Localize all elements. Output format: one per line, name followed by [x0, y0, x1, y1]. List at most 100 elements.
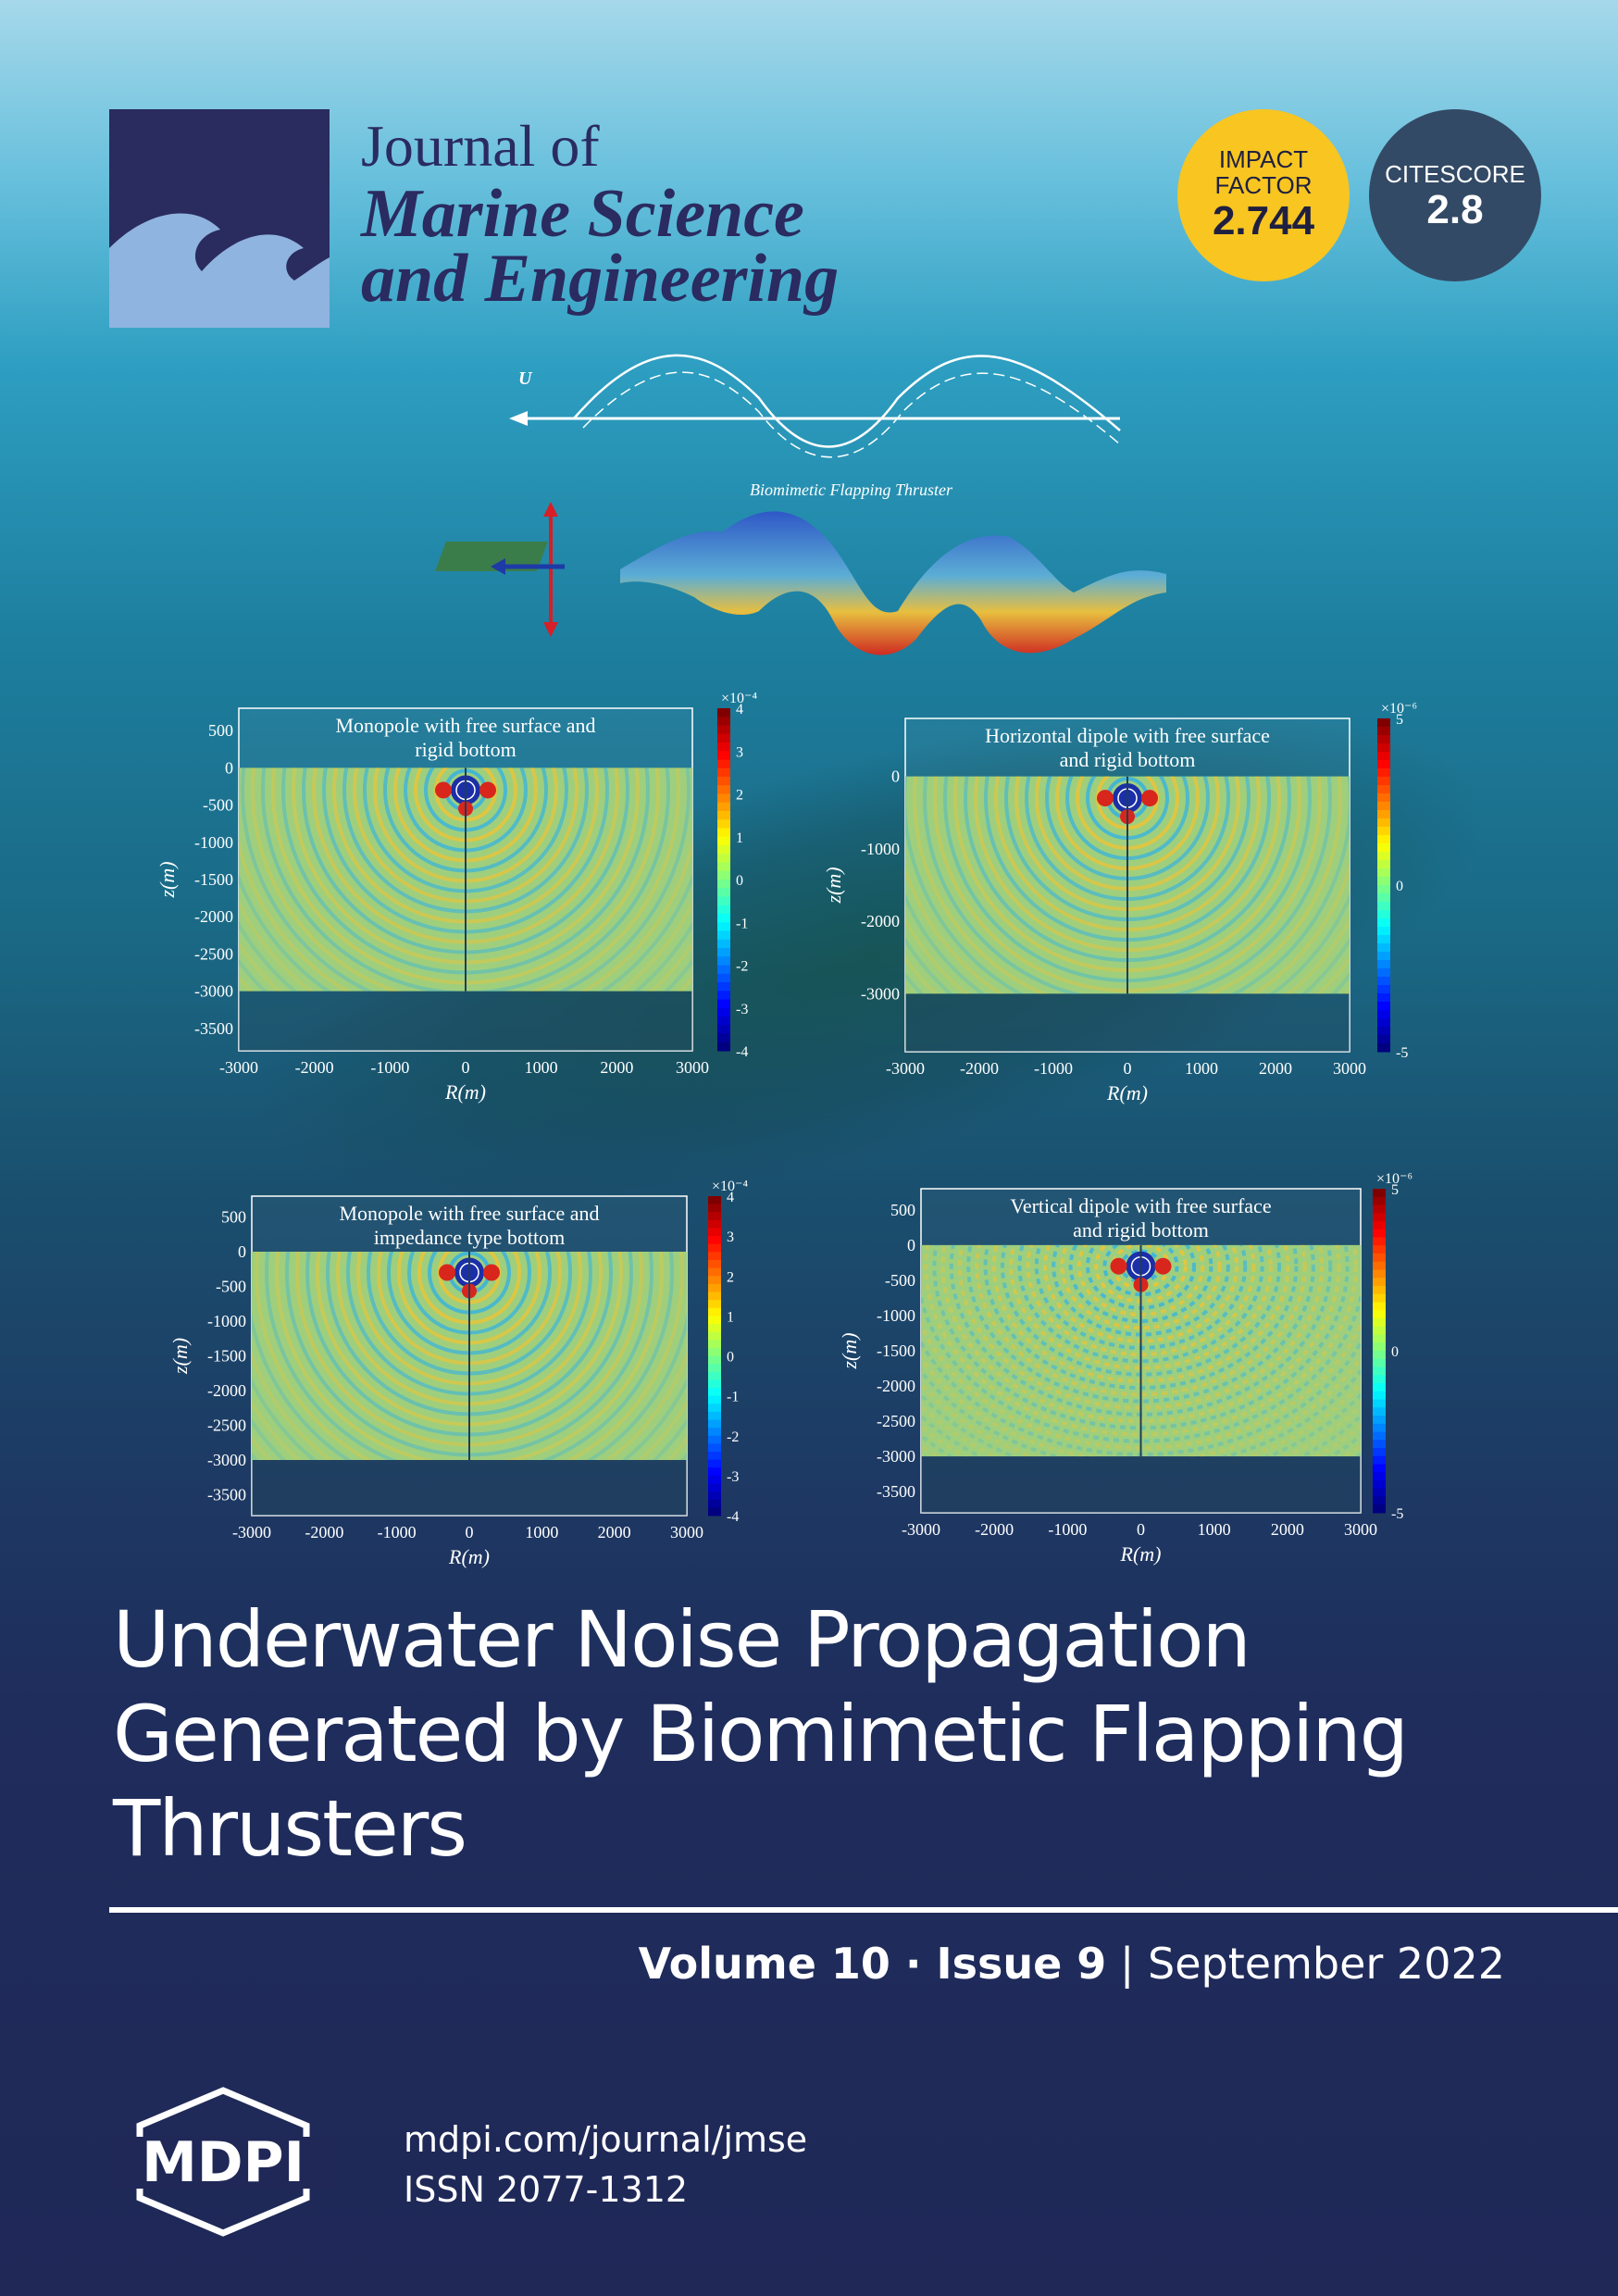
colorbar-segment — [717, 854, 730, 863]
x-tick-label: -1000 — [370, 1058, 409, 1077]
colorbar-segment — [1377, 902, 1390, 911]
colorbar-segment — [1373, 1375, 1386, 1384]
article-title-line1: Underwater Noise Propagation — [113, 1594, 1251, 1685]
colorbar-segment — [708, 1428, 721, 1437]
colorbar-segment — [1373, 1399, 1386, 1408]
x-axis-label: R(m) — [1106, 1081, 1148, 1104]
colorbar-segment — [1373, 1213, 1386, 1222]
y-tick-label: -1500 — [194, 870, 233, 889]
source-lobe-left — [439, 1264, 455, 1281]
colorbar-tick-label: 1 — [727, 1309, 734, 1325]
colorbar-segment — [1373, 1448, 1386, 1457]
colorbar-segment — [708, 1483, 721, 1492]
colorbar-scale: ×10⁻⁶ — [1381, 701, 1417, 717]
colorbar-segment — [708, 1435, 721, 1444]
x-tick-label: -3000 — [886, 1059, 925, 1078]
y-tick-label: -500 — [203, 796, 233, 815]
y-tick-label: -3000 — [207, 1451, 246, 1469]
colorbar-segment — [708, 1283, 721, 1292]
colorbar-segment — [717, 708, 730, 718]
article-title-line2: Generated by Biomimetic Flapping — [113, 1689, 1409, 1779]
y-tick-label: -3000 — [877, 1447, 915, 1466]
colorbar-segment — [1377, 968, 1390, 978]
journal-title-line1: Journal of — [361, 113, 600, 179]
y-axis-label: z(m) — [156, 861, 179, 898]
colorbar-segment — [1377, 1035, 1390, 1044]
chart-title-line1: Vertical dipole with free surface — [1010, 1194, 1271, 1217]
colorbar-tick-label: 3 — [727, 1229, 734, 1245]
colorbar-segment — [1377, 718, 1390, 728]
colorbar: ×10⁻⁶50-5 — [1377, 701, 1417, 1061]
y-tick-label: -3500 — [194, 1019, 233, 1038]
publisher-info: mdpi.com/journal/jmse ISSN 2077-1312 — [404, 2115, 807, 2215]
colorbar-segment — [708, 1228, 721, 1237]
y-tick-label: -2000 — [207, 1381, 246, 1400]
thruster-caption: Biomimetic Flapping Thruster — [750, 480, 953, 499]
colorbar-segment — [1373, 1237, 1386, 1246]
colorbar-segment — [1377, 893, 1390, 903]
colorbar-segment — [717, 1007, 730, 1017]
colorbar-segment — [708, 1507, 721, 1516]
velocity-arrowhead — [509, 411, 528, 426]
colorbar-segment — [1377, 877, 1390, 886]
colorbar-segment — [1377, 777, 1390, 786]
colorbar-segment — [708, 1388, 721, 1397]
citescore-badge: CITESCORE 2.8 — [1369, 109, 1541, 281]
y-tick-label: -1500 — [877, 1341, 915, 1360]
colorbar-segment — [1373, 1431, 1386, 1441]
colorbar-tick-label: -4 — [736, 1044, 748, 1060]
colorbar-segment — [1377, 1027, 1390, 1036]
source-lobe-right — [1154, 1257, 1172, 1275]
colorbar-segment — [1377, 860, 1390, 869]
colorbar-segment — [717, 828, 730, 838]
x-axis-label: R(m) — [1120, 1542, 1162, 1566]
x-tick-label: 3000 — [670, 1523, 703, 1541]
colorbar-tick-label: 0 — [736, 873, 743, 889]
colorbar-segment — [1377, 835, 1390, 844]
x-tick-label: -2000 — [295, 1058, 334, 1077]
colorbar-segment — [1377, 1018, 1390, 1028]
colorbar-segment — [717, 922, 730, 931]
source-lobe-left — [1097, 790, 1114, 807]
colorbar-segment — [1377, 1002, 1390, 1011]
x-tick-label: 3000 — [1333, 1059, 1366, 1078]
colorbar-scale: ×10⁻⁴ — [721, 691, 757, 706]
colorbar-segment — [1373, 1366, 1386, 1376]
colorbar-segment — [708, 1236, 721, 1245]
colorbar-segment — [1373, 1278, 1386, 1287]
wave-rings — [252, 1252, 687, 1460]
colorbar-segment — [1377, 735, 1390, 744]
colorbar-segment — [717, 793, 730, 804]
x-tick-label: 2000 — [598, 1523, 631, 1541]
colorbar-segment — [717, 870, 730, 880]
colorbar-segment — [708, 1411, 721, 1420]
colorbar-segment — [708, 1219, 721, 1229]
colorbar-segment — [1373, 1342, 1386, 1352]
colorbar-segment — [717, 725, 730, 735]
colorbar-segment — [717, 1025, 730, 1034]
x-tick-label: 2000 — [600, 1058, 633, 1077]
colorbar-segment — [1377, 1043, 1390, 1053]
colorbar-tick-label: 0 — [1396, 879, 1403, 894]
colorbar-segment — [708, 1331, 721, 1341]
colorbar-segment — [717, 759, 730, 769]
bottom-layer — [905, 993, 1350, 1052]
y-tick-label: -3500 — [877, 1482, 915, 1501]
source-lobe-right — [479, 781, 496, 799]
article-title: Underwater Noise Propagation Generated b… — [113, 1592, 1557, 1876]
y-tick-label: 0 — [907, 1236, 915, 1254]
colorbar-tick-label: -2 — [727, 1429, 739, 1445]
colorbar-segment — [717, 888, 730, 897]
colorbar-segment — [1373, 1407, 1386, 1416]
x-tick-label: -2000 — [960, 1059, 999, 1078]
wave-rings — [921, 1244, 1361, 1457]
colorbar-segment — [717, 982, 730, 992]
y-tick-label: 500 — [890, 1201, 915, 1219]
colorbar-segment — [717, 956, 730, 966]
source-lobe-right — [483, 1264, 500, 1281]
colorbar-segment — [1373, 1196, 1386, 1205]
y-tick-label: -2000 — [877, 1377, 915, 1395]
colorbar-segment — [708, 1395, 721, 1404]
